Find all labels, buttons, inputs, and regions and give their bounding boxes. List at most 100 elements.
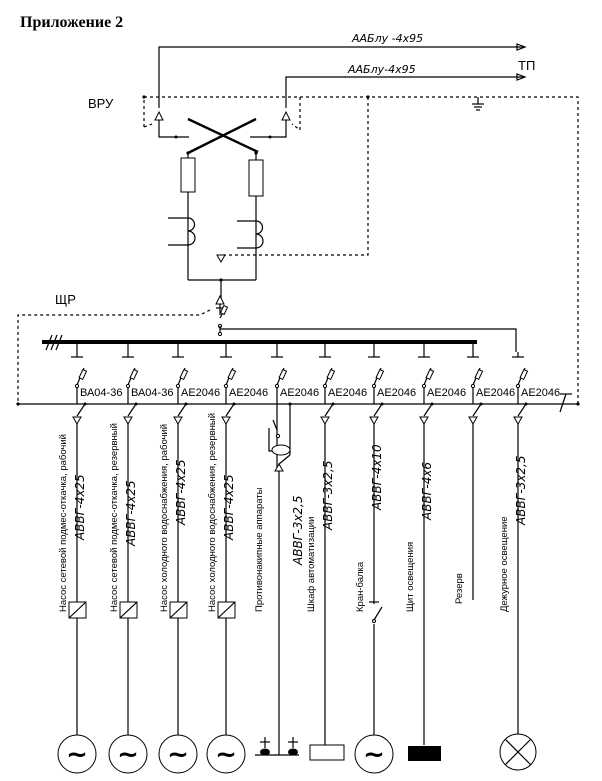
consumer-name-label: Противонакипные аппараты	[254, 487, 265, 612]
cable-end-arrow-icon	[516, 43, 527, 51]
svg-text:~: ~	[167, 740, 189, 770]
fuse-icon	[180, 157, 196, 193]
motor-starter-icon	[119, 601, 138, 619]
connector-icon	[468, 416, 478, 426]
circuit-breaker-icon	[175, 367, 189, 404]
consumer-name-label: Шкаф автоматизации	[306, 517, 317, 612]
three-phase-mark-icon	[45, 334, 63, 351]
breaker-type-label: АЕ2046	[377, 387, 416, 399]
breaker-type-label: ВА04-36	[80, 387, 122, 399]
connector-icon	[274, 462, 284, 472]
breaker-type-label: АЕ2046	[229, 387, 268, 399]
cable-type-label: АВВГ-4х25	[124, 480, 138, 547]
svg-text:~: ~	[117, 740, 139, 770]
lighting-panel-icon	[408, 746, 441, 761]
connector-icon	[419, 416, 429, 426]
svg-text:~: ~	[215, 740, 237, 770]
breaker-type-label: АЕ2046	[427, 387, 466, 399]
line-break-icon	[559, 393, 572, 413]
dashed-segment	[143, 123, 153, 128]
circuit-breaker-icon	[421, 367, 435, 404]
svg-text:~: ~	[66, 740, 88, 770]
breaker-type-label: АЕ2046	[328, 387, 367, 399]
breaker-type-label: ВА04-36	[131, 387, 173, 399]
vru-dashed-control	[222, 97, 369, 256]
current-transformer-icon	[237, 220, 264, 249]
circuit-breaker-icon	[371, 367, 385, 404]
incoming-cable-line-1	[158, 46, 525, 108]
transfer-switch-blade	[187, 117, 257, 155]
vru-dashed-link	[143, 96, 579, 404]
motor-starter-icon	[169, 601, 188, 619]
dashed-segment	[291, 97, 301, 132]
incoming-cable-line-2	[285, 76, 525, 108]
motor-starter-icon	[68, 601, 87, 619]
connector-icon	[72, 416, 82, 426]
cable-type-label: АВВГ-4х6	[420, 462, 434, 521]
connector-icon	[513, 416, 523, 426]
motor-icon: ~	[354, 734, 394, 774]
consumer-name-label: Насос сетевой подмес-откачка, резервный	[109, 423, 120, 612]
circuit-breaker-icon	[74, 367, 88, 404]
connector-icon	[123, 416, 133, 426]
connector-icon	[154, 110, 164, 121]
current-transformer-icon	[168, 217, 196, 246]
cable-type-label: АВВГ-4х25	[174, 459, 188, 526]
connector-icon	[215, 294, 225, 305]
incoming-cable-label-1: ААБлу -4х95	[351, 32, 423, 45]
consumer-name-label: Насос сетевой подмес-откачка, рабочий	[58, 434, 69, 612]
tp-label: ТП	[518, 58, 535, 73]
breaker-type-label: АЕ2046	[280, 387, 319, 399]
consumer-name-label: Насос холодного водоснабжения, рабочий	[159, 424, 170, 612]
consumer-name-label: Кран-балка	[355, 561, 366, 612]
lamp-icon	[499, 733, 537, 771]
cable-type-label: АВВГ-4х10	[370, 444, 384, 511]
breaker-type-label: АЕ2046	[476, 387, 515, 399]
breaker-type-label: АЕ2046	[521, 387, 560, 399]
consumer-name-label: Насос холодного водоснабжения, резервный	[207, 413, 218, 612]
cable-type-label: АВВГ-3х2,5	[514, 455, 528, 526]
vru-panel: ВРУ	[88, 95, 579, 404]
consumer-name-label: Щит освещения	[405, 542, 416, 612]
shr-label: ЩР	[55, 292, 76, 307]
descaler-device-icon	[255, 737, 299, 756]
connector-icon	[281, 110, 291, 121]
consumer-name-label: Резерв	[454, 573, 465, 604]
motor-starter-icon	[217, 601, 236, 619]
shr-panel: ЩР	[16, 292, 580, 413]
ground-icon	[472, 97, 484, 111]
connector-icon	[320, 416, 330, 426]
circuit-breaker-icon	[274, 367, 288, 404]
cable-type-label: АВВГ-3х2,5	[321, 460, 335, 531]
circuit-breaker-icon	[223, 367, 237, 404]
reserve-bus-link	[220, 328, 517, 352]
vru-label: ВРУ	[88, 96, 114, 111]
fuse-icon	[248, 159, 264, 197]
breaker-type-label: АЕ2046	[181, 387, 220, 399]
automation-cabinet-icon	[309, 744, 345, 761]
motor-icon: ~	[206, 734, 246, 774]
circuit-breaker-icon	[322, 367, 336, 404]
page-title: Приложение 2	[20, 14, 123, 31]
incoming-feeders: ААБлу -4х95 ААБлу-4х95 ТП	[158, 32, 535, 108]
connector-icon	[216, 254, 226, 264]
circuit-breaker-icon	[470, 367, 484, 404]
cable-type-label: АВВГ-3х2,5	[291, 495, 305, 566]
circuit-breaker-icon	[125, 367, 139, 404]
consumer-name-label: Дежурное освещение	[499, 516, 510, 612]
motor-icon: ~	[108, 734, 148, 774]
motor-icon: ~	[57, 734, 97, 774]
cable-end-arrow-icon	[516, 73, 527, 81]
cable-type-label: АВВГ-4х25	[73, 474, 87, 541]
